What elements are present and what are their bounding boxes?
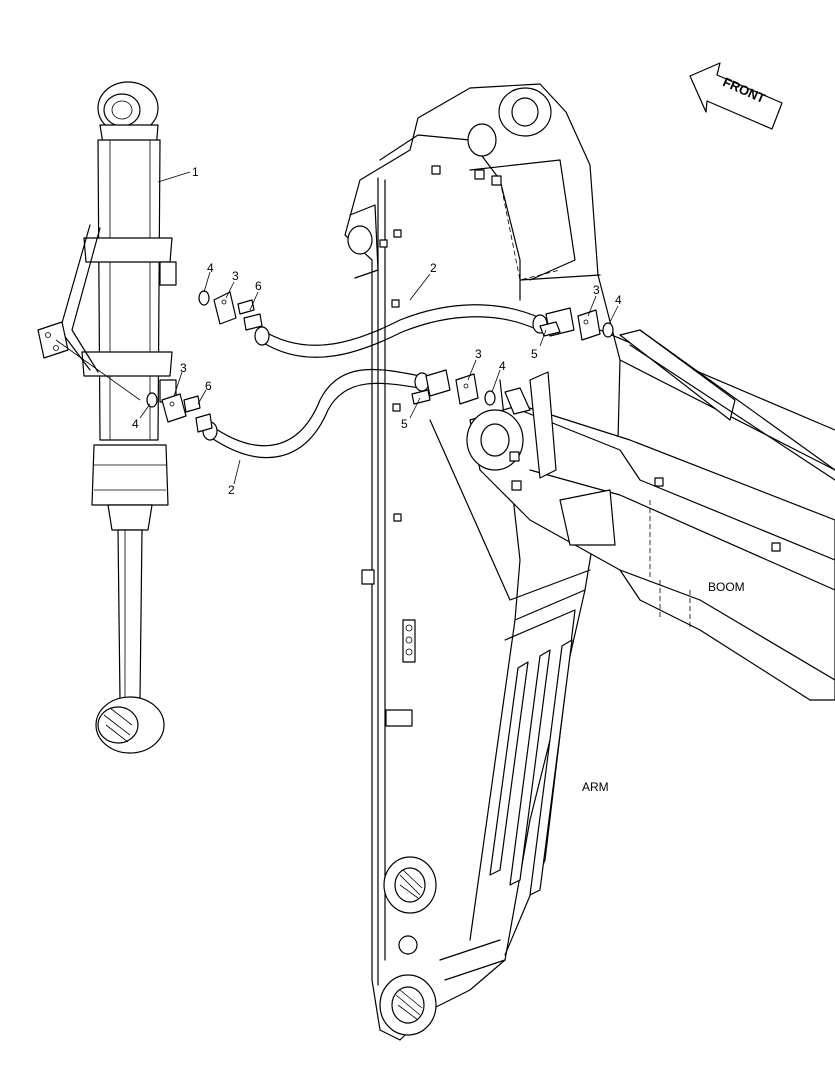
callout-bolt-lower-right: 5: [401, 417, 408, 431]
front-arrow-icon: FRONT: [689, 62, 783, 130]
callout-bolt-upper-right: 5: [531, 347, 538, 361]
leader-lines: [55, 171, 619, 485]
hose-lower: [202, 368, 430, 459]
fitting-lower-left: [146, 392, 213, 433]
boom-label: BOOM: [708, 580, 745, 594]
callout-bolt-upper-left: 6: [255, 279, 262, 293]
fitting-upper-right: [539, 307, 614, 341]
callout-flange-upper-left: 3: [232, 269, 239, 283]
callout-hose-lower: 2: [228, 483, 235, 497]
arm-structure: [344, 83, 621, 1041]
callout-flange-upper-right: 3: [593, 283, 600, 297]
fitting-lower-right: [411, 369, 531, 415]
callouts: 1 2 2 3 3 3 3 4 4 4 4 5 5 6 6: [132, 165, 622, 497]
callout-oring-lower-left: 4: [132, 417, 139, 431]
callout-oring-upper-left: 4: [207, 261, 214, 275]
callout-flange-lower-right: 3: [475, 347, 482, 361]
callout-oring-upper-right: 4: [615, 293, 622, 307]
hydraulic-cylinder: [37, 81, 177, 754]
fitting-upper-left: [198, 290, 263, 331]
boom-structure: [466, 329, 835, 701]
callout-flange-lower-left: 3: [180, 361, 187, 375]
callout-hose-upper: 2: [430, 261, 437, 275]
callout-bolt-lower-left: 6: [205, 379, 212, 393]
arm-label: ARM: [582, 780, 609, 794]
callout-oring-lower-right: 4: [499, 359, 506, 373]
callout-cylinder: 1: [192, 165, 199, 179]
